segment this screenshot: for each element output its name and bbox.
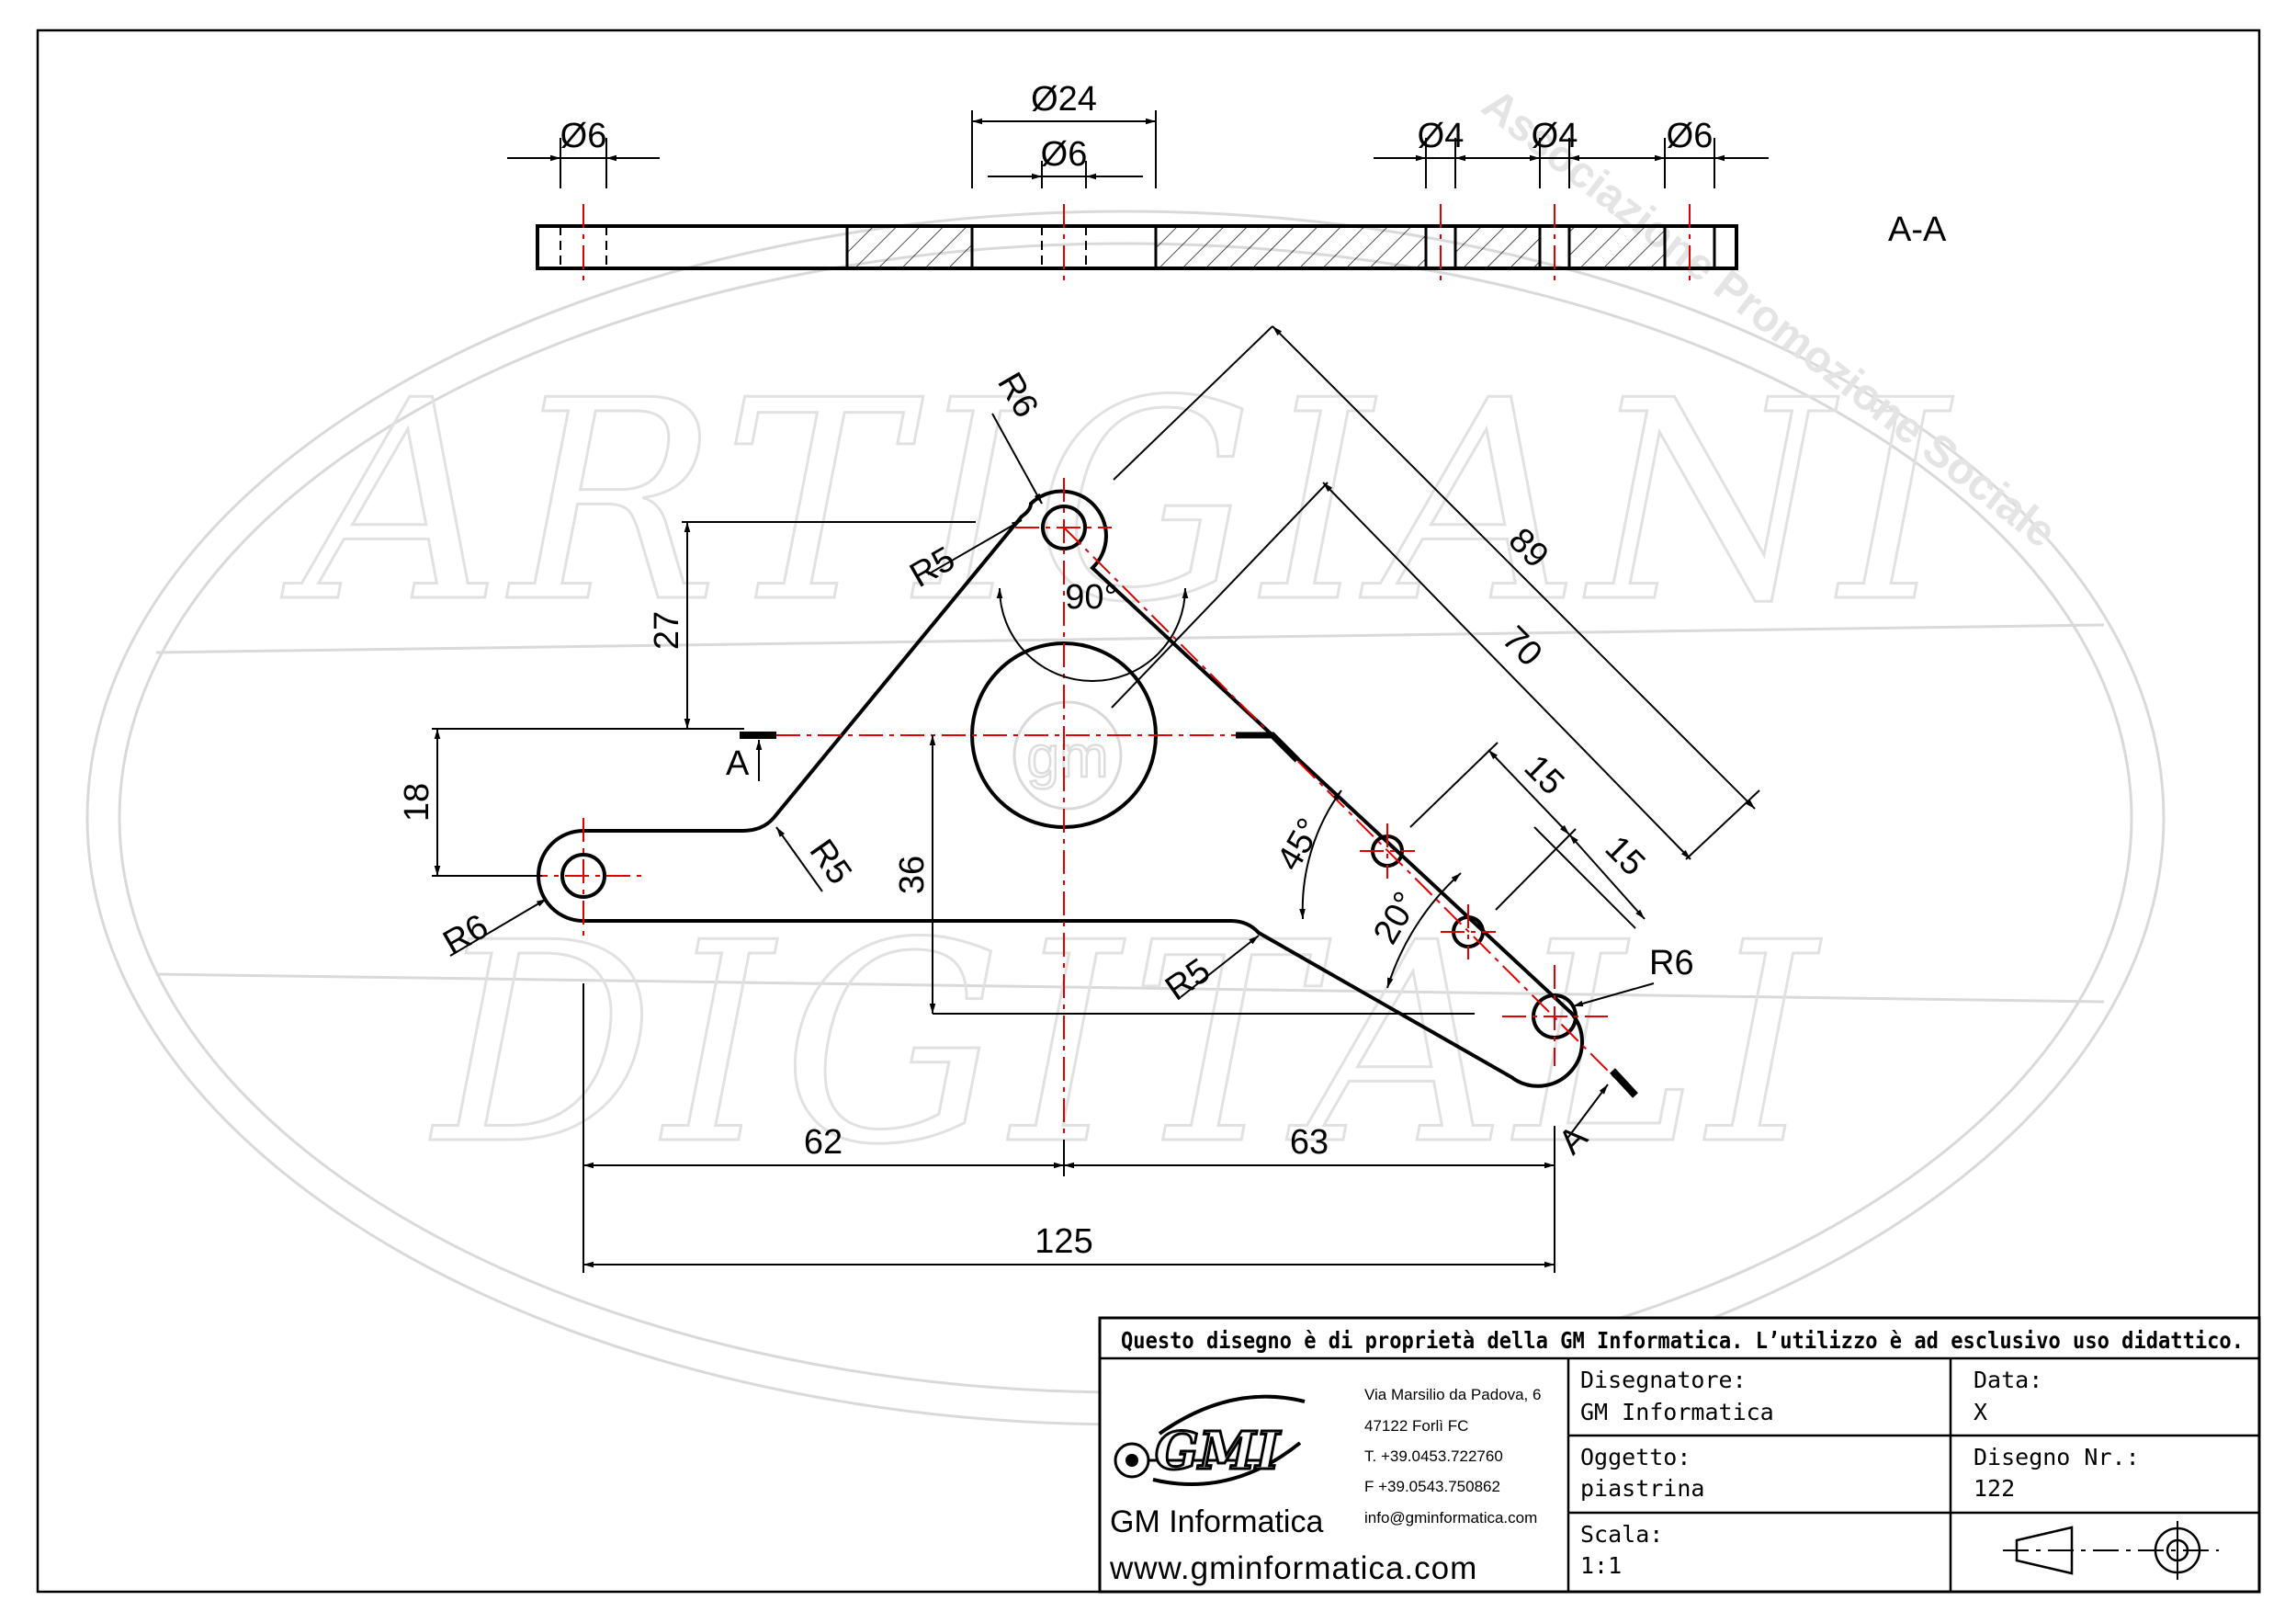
company-address-line2: 47122 Forlì FC <box>1364 1417 1468 1435</box>
dim-63: 63 <box>1290 1123 1329 1162</box>
dim-62: 62 <box>804 1123 843 1162</box>
section-view: Ø6 Ø24 Ø6 Ø4 Ø4 Ø6 A-A <box>507 80 1947 287</box>
scale-value: 1:1 <box>1580 1552 1622 1579</box>
company-address-line1: Via Marsilio da Padova, 6 <box>1364 1386 1541 1403</box>
section-mark-left-label: A <box>726 744 750 783</box>
dim-18: 18 <box>398 783 436 822</box>
company-email: info@gminformatica.com <box>1364 1509 1537 1527</box>
date-label: Data: <box>1974 1367 2042 1393</box>
company-logo: GMI <box>1114 1394 1306 1486</box>
object-label: Oggetto: <box>1580 1444 1691 1470</box>
dim-r6-right: R6 <box>1649 944 1694 982</box>
watermark-line1: ARTIGIANI <box>281 342 1958 663</box>
company-fax: F +39.0543.750862 <box>1364 1478 1500 1495</box>
drawing-number-value: 122 <box>1974 1475 2015 1502</box>
watermark-logo-mark: gm <box>1027 723 1109 789</box>
object-value: piastrina <box>1580 1475 1704 1502</box>
dim-36: 36 <box>893 856 932 894</box>
title-block: Questo disegno è di proprietà della GM I… <box>1098 1316 2261 1594</box>
company-phone: T. +39.0453.722760 <box>1364 1447 1503 1465</box>
section-marker-left: A <box>726 732 776 783</box>
hole-left <box>560 853 606 899</box>
hatch-region-3 <box>1455 226 1540 268</box>
section-label: A-A <box>1888 210 1947 249</box>
dim-section-d24: Ø24 <box>1031 80 1097 119</box>
drawing-number-label: Disegno Nr.: <box>1974 1444 2140 1470</box>
section-marker-center <box>1236 732 1300 763</box>
scale-label: Scala: <box>1580 1521 1663 1548</box>
hole-top <box>1041 505 1087 550</box>
dim-angle-45: 45° <box>1270 812 1329 878</box>
date-value: X <box>1974 1399 1987 1425</box>
title-block-frame <box>1098 1316 2261 1594</box>
dim-15-a: 15 <box>1517 748 1572 803</box>
hatch-region-4 <box>1569 226 1665 268</box>
dim-125: 125 <box>1035 1222 1092 1261</box>
company-name: GM Informatica <box>1110 1504 1323 1539</box>
company-website: www.gminformatica.com <box>1109 1550 1477 1586</box>
watermark-line2: DIGITALI <box>430 884 1827 1205</box>
part-outline <box>537 489 1584 1088</box>
dim-r5-left: R5 <box>802 833 859 891</box>
designer-label: Disegnatore: <box>1580 1367 1747 1393</box>
dim-section-d6-left: Ø6 <box>560 117 607 155</box>
watermark: ARTIGIANI DIGITALI Associazione Promozio… <box>85 80 2166 1426</box>
dim-angle-90: 90° <box>1065 578 1117 617</box>
section-outline <box>536 224 1738 270</box>
hatch-region-2 <box>1156 226 1426 268</box>
dim-27: 27 <box>648 611 686 650</box>
title-block-notice: Questo disegno è di proprietà della GM I… <box>1121 1327 2244 1354</box>
dim-section-d6-center: Ø6 <box>1041 135 1088 174</box>
hatch-region-1 <box>847 226 972 268</box>
designer-value: GM Informatica <box>1580 1399 1774 1425</box>
dim-section-d4-b: Ø4 <box>1532 117 1578 155</box>
logo-text: GMI <box>1155 1421 1282 1481</box>
dim-section-d4-a: Ø4 <box>1418 117 1465 155</box>
dim-section-d6-right: Ø6 <box>1667 117 1714 155</box>
projection-symbol-icon <box>2003 1521 2219 1580</box>
